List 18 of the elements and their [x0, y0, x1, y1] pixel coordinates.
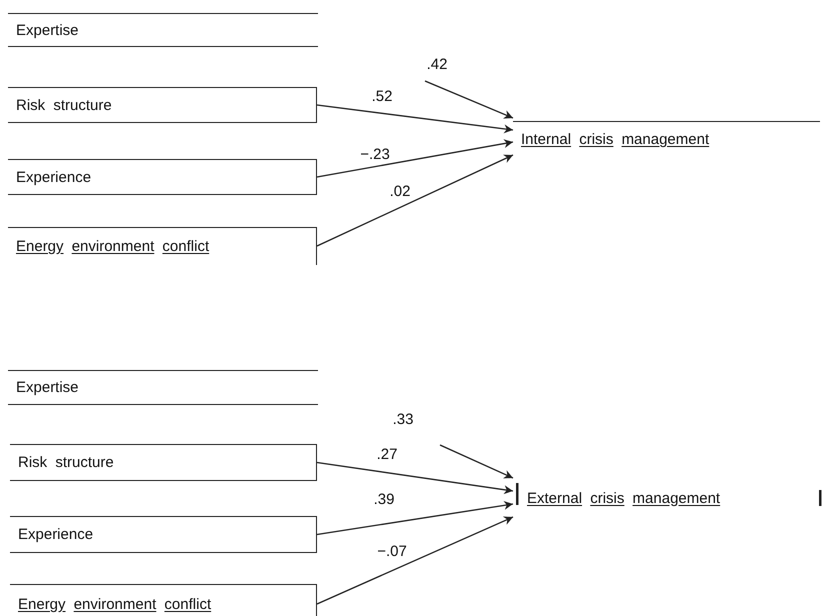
arrow	[316, 516, 514, 605]
arrow	[316, 139, 514, 178]
variable-box: Experience	[10, 516, 317, 553]
arrow	[424, 80, 514, 119]
variable-name: External crisis management	[527, 490, 720, 506]
arrow	[316, 104, 514, 134]
arrow	[440, 444, 514, 479]
arrow	[316, 154, 514, 247]
variable-box: Experience	[8, 159, 317, 195]
variable-box: Energy environment conflict	[8, 227, 317, 265]
arrow	[316, 500, 514, 536]
variable-box: Energy environment conflict	[10, 584, 317, 616]
variable-box: Risk structure	[10, 444, 317, 481]
variable-box: Risk structure	[8, 87, 317, 123]
variable-box: Expertise	[8, 13, 318, 47]
arrow	[316, 462, 514, 494]
variable-box: Internal crisis management	[513, 121, 820, 157]
variable-box: Expertise	[8, 370, 318, 405]
